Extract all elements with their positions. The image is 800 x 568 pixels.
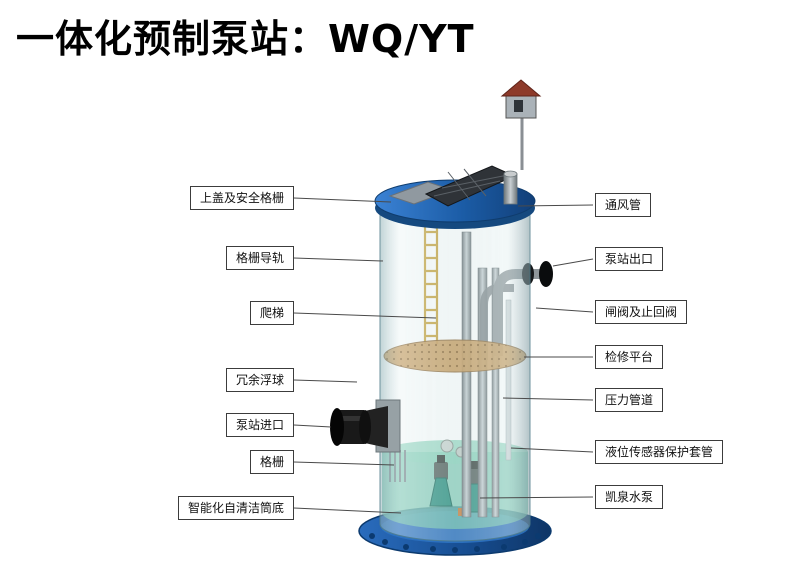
- label-grille-guide-rail: 格栅导轨: [225, 246, 294, 270]
- label-self-cleaning-bottom: 智能化自清洁筒底: [177, 496, 294, 520]
- roof: [500, 79, 542, 97]
- label-level-sensor-sleeve: 液位传感器保护套管: [595, 440, 724, 464]
- inlet-pipe: [330, 399, 401, 453]
- label-pump-outlet: 泵站出口: [595, 247, 664, 271]
- label-vent-pipe: 通风管: [595, 193, 652, 217]
- base-bolts: [369, 533, 541, 553]
- page-title: 一体化预制泵站：WQ/YT: [16, 17, 475, 61]
- label-service-platform: 检修平台: [595, 345, 664, 369]
- tank-lid: [374, 79, 542, 229]
- label-pressure-pipe: 压力管道: [595, 388, 664, 412]
- label-pump-inlet: 泵站进口: [225, 413, 294, 437]
- label-top-cover-safety-grille: 上盖及安全格栅: [189, 186, 294, 210]
- vent-pipe: [503, 170, 518, 205]
- outlet-flange: [539, 261, 553, 287]
- label-gate-check-valve: 闸阀及止回阀: [595, 300, 688, 324]
- label-ladder: 爬梯: [249, 301, 294, 325]
- tank-body: [379, 203, 531, 542]
- label-redundant-float: 冗余浮球: [225, 368, 294, 392]
- leader-lines: [293, 197, 594, 514]
- label-grille: 格栅: [249, 450, 294, 474]
- control-box-pole: [500, 79, 542, 170]
- label-kaiquan-pump: 凯泉水泵: [595, 485, 664, 509]
